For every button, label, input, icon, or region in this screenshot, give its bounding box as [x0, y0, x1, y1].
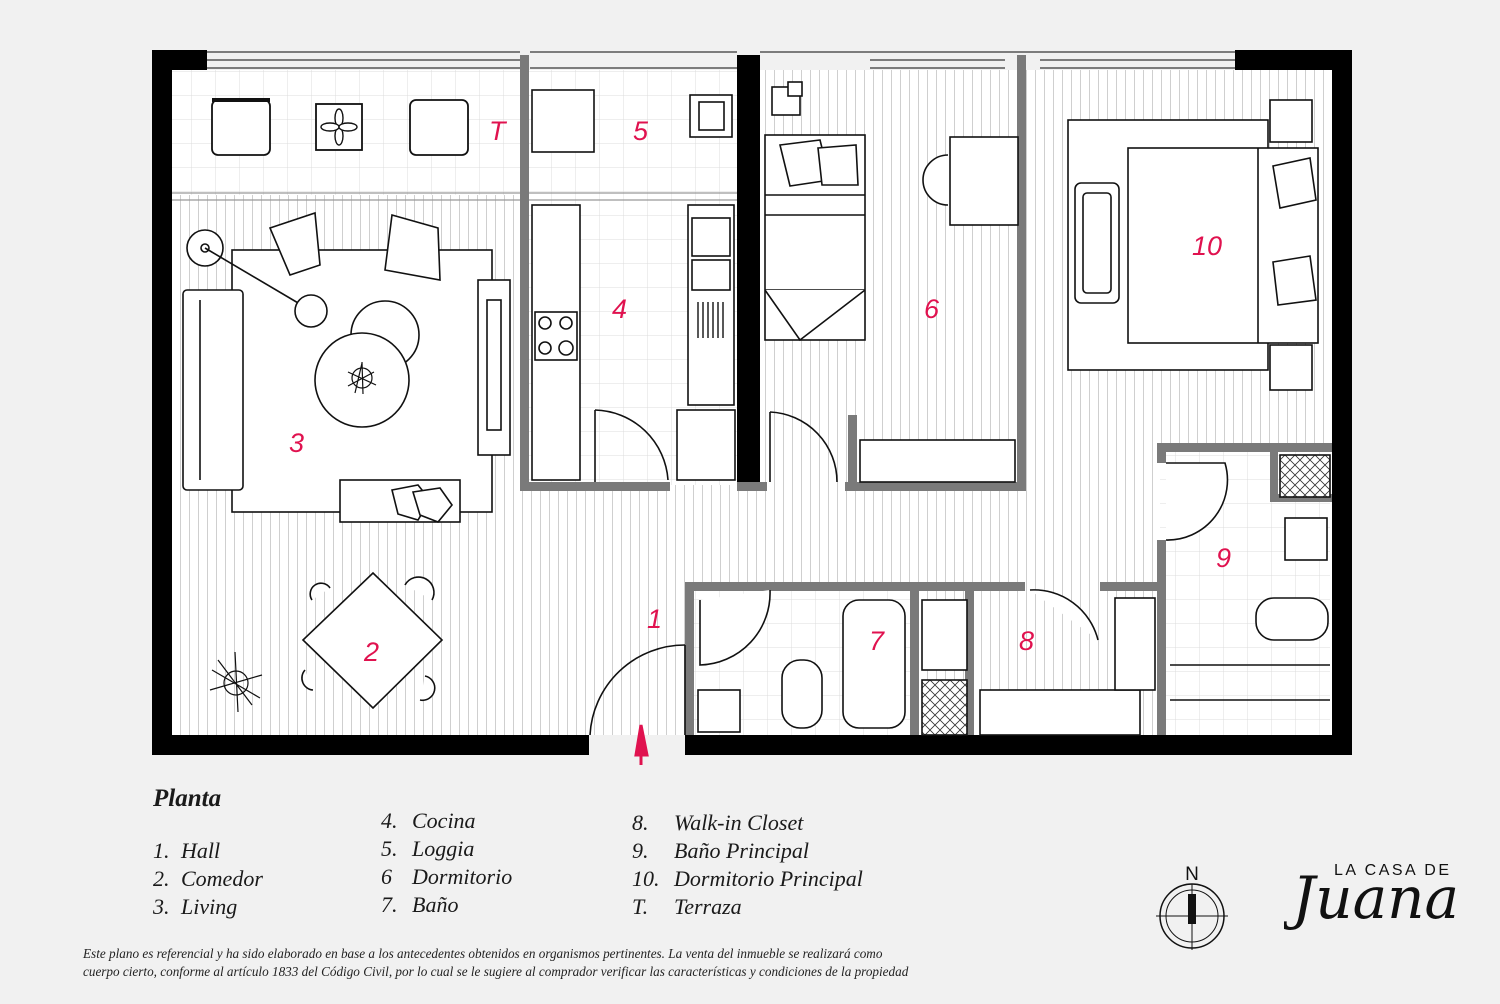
dining-furniture — [301, 571, 444, 710]
room-label: 7 — [869, 626, 885, 656]
room-label: 6 — [924, 294, 940, 324]
legend-item: T.Terraza — [632, 894, 742, 919]
legend-item: 4.Cocina — [381, 808, 476, 833]
windows — [207, 51, 1235, 69]
legend-column-1: 1.Hall 2.Comedor 3.Living — [153, 838, 263, 922]
brand-logo: Juana — [1284, 864, 1459, 932]
loggia-fixtures — [531, 89, 733, 153]
exterior-walls — [152, 50, 1352, 755]
bedroom-furniture — [764, 81, 1019, 483]
dish-rack — [697, 302, 724, 338]
legend-item: 9.Baño Principal — [632, 838, 810, 863]
kitchen-fixtures — [531, 204, 736, 482]
entrance-door — [589, 644, 686, 736]
room-label: 8 — [1019, 626, 1034, 656]
room-label: 10 — [1192, 231, 1222, 261]
legend-item: 7.Baño — [381, 892, 459, 917]
room-label: 1 — [647, 604, 662, 634]
terrace-furniture — [211, 98, 469, 156]
legend-item: 8.Walk-in Closet — [632, 810, 804, 835]
floor-plan: 1 2 3 4 5 6 7 8 9 10 T — [152, 50, 1352, 765]
legend-item: 1.Hall — [153, 838, 221, 863]
room-label: 2 — [363, 637, 379, 667]
disclaimer: Este plano es referencial y ha sido elab… — [83, 946, 909, 979]
master-bedroom-furniture — [1067, 99, 1319, 391]
svg-text:Juana: Juana — [1284, 864, 1459, 932]
room-label: 4 — [612, 294, 627, 324]
living-furniture — [182, 211, 511, 523]
legend-column-3: 8.Walk-in Closet 9.Baño Principal 10.Dor… — [632, 810, 863, 922]
room-labels: 1 2 3 4 5 6 7 8 9 10 T — [289, 116, 1231, 667]
room-label: 5 — [633, 116, 649, 146]
legend-item: 10.Dormitorio Principal — [632, 866, 863, 891]
compass-north-icon: N — [1156, 864, 1228, 950]
svg-text:N: N — [1185, 864, 1199, 885]
closet — [979, 589, 1156, 736]
room-label: T — [489, 116, 508, 146]
room-label: 3 — [289, 428, 304, 458]
terrace-railing — [172, 192, 737, 201]
legend-item: 2.Comedor — [153, 866, 263, 891]
entrance-arrow-icon — [634, 724, 649, 765]
plant-icon — [209, 361, 377, 713]
master-bathroom-fixtures — [1165, 454, 1331, 701]
bathroom-fixtures — [697, 589, 968, 736]
interior-partitions — [520, 55, 1332, 735]
brand-small-text: LA CASA DE — [1334, 862, 1452, 879]
legend-item: 3.Living — [153, 894, 238, 919]
legend-title: Planta — [153, 785, 222, 812]
legend-item: 5.Loggia — [381, 836, 475, 861]
room-label: 9 — [1216, 543, 1231, 573]
flower-icon — [320, 108, 358, 146]
